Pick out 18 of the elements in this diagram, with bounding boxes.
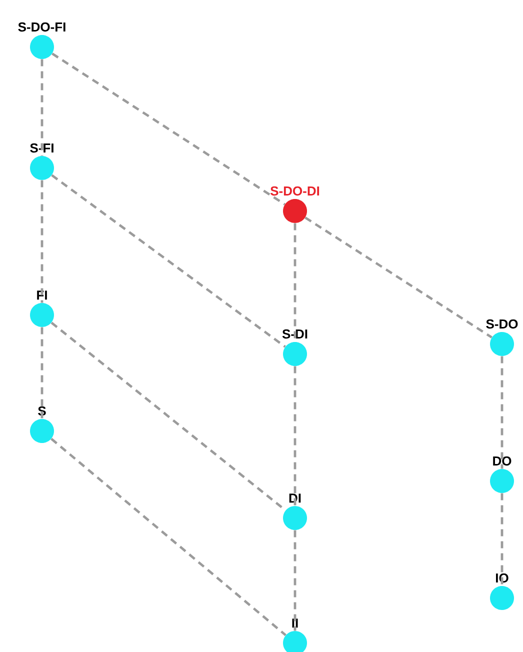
node-label: S-DO-DI <box>270 186 320 196</box>
dashed-line <box>40 327 44 419</box>
node-label: S-DO-FI <box>18 22 66 32</box>
dashed-line <box>304 216 492 338</box>
dashed-line <box>500 493 504 586</box>
node-label: DO <box>493 456 512 466</box>
dashed-line <box>51 174 286 348</box>
dashed-line <box>40 59 44 156</box>
node-label: S-FI <box>30 143 54 153</box>
node-label: II <box>292 618 298 628</box>
dashed-line <box>40 180 44 303</box>
dashed-line <box>294 366 296 506</box>
node-label: S-DO <box>486 319 518 329</box>
dashed-line <box>52 52 286 206</box>
dashed-line <box>294 530 296 631</box>
node-label: S-DI <box>282 329 308 339</box>
dashed-line <box>50 438 286 636</box>
dashed-line <box>500 356 504 469</box>
